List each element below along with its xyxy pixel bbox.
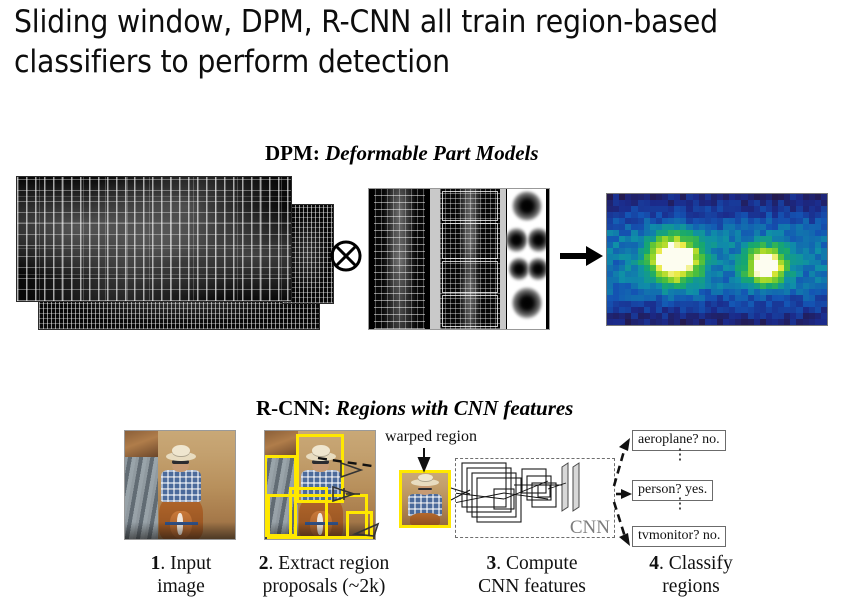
step-4-line1: . Classify: [659, 553, 733, 574]
rcnn-step-4-caption: 4. Classify regions: [616, 552, 766, 598]
classification-result-person: person? yes.: [632, 480, 714, 501]
rcnn-heading-italic: Regions with CNN features: [335, 396, 574, 420]
rcnn-heading-lead: R-CNN:: [256, 396, 331, 420]
dpm-hog-feature-pyramid: [16, 176, 334, 332]
results-ellipsis-top: ⋮: [672, 447, 688, 463]
step-3-line1: . Compute: [496, 553, 578, 574]
step-3-number: 3: [486, 553, 497, 574]
cnn-label: CNN: [569, 517, 610, 538]
step-1-line2: image: [157, 576, 205, 597]
convolution-operator-icon: [326, 236, 366, 276]
results-ellipsis-bottom: ⋮: [672, 496, 688, 512]
cnn-to-results-arrows: [612, 443, 628, 541]
rcnn-step-3-caption: 3. Compute CNN features: [448, 552, 616, 598]
proposal-box-outer: [267, 493, 369, 539]
page-title: Sliding window, DPM, R-CNN all train reg…: [14, 4, 718, 80]
rcnn-step-1-caption: 1. Input image: [122, 552, 240, 598]
dpm-part-filters: [440, 189, 500, 329]
rcnn-cnn-diagram-box: CNN: [453, 458, 615, 538]
step-2-number: 2: [258, 553, 269, 574]
step-1-line1: . Input: [160, 553, 212, 574]
dpm-detection-score-heatmap: [606, 193, 828, 326]
warped-region-label: warped region: [385, 428, 477, 445]
warped-region-pointer-arrow: [417, 448, 431, 473]
rcnn-warped-region-image: [399, 470, 451, 528]
dpm-heading-italic: Deformable Part Models: [325, 141, 539, 165]
dpm-section-heading: DPM: Deformable Part Models: [265, 141, 539, 166]
step-4-number: 4: [649, 553, 660, 574]
rcnn-step-2-caption: 2. Extract region proposals (~2k): [240, 552, 408, 598]
rcnn-section-heading: R-CNN: Regions with CNN features: [256, 396, 573, 421]
hog-pyramid-layer-top: [16, 176, 292, 302]
step-2-line2: proposals (~2k): [262, 576, 386, 597]
rcnn-input-image: [124, 430, 236, 540]
classification-result-tvmonitor: tvmonitor? no.: [632, 526, 727, 547]
rcnn-region-proposals-image: [264, 430, 376, 540]
cnn-to-results-arrowheads: [619, 438, 632, 546]
dpm-result-arrow-icon: [560, 243, 604, 269]
step-1-number: 1: [150, 553, 161, 574]
step-3-line2: CNN features: [478, 576, 586, 597]
step-2-line1: . Extract region: [268, 553, 390, 574]
classification-result-aeroplane: aeroplane? no.: [632, 430, 726, 451]
dpm-deformation-costs: [505, 189, 549, 329]
dpm-filters-panel: [368, 188, 550, 330]
dpm-heading-lead: DPM:: [265, 141, 320, 165]
step-4-line2: regions: [662, 576, 720, 597]
dpm-root-filter: [369, 189, 431, 329]
